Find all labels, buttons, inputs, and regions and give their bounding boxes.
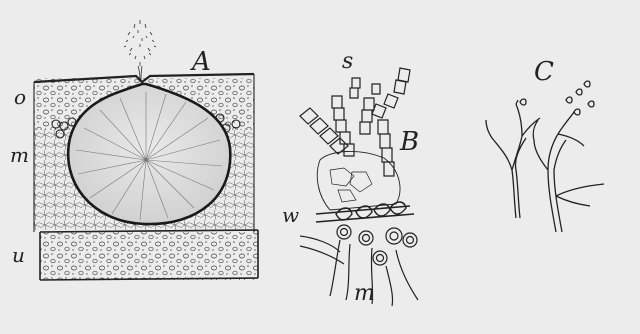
label-m-left: m [10, 143, 29, 167]
spore-plume [124, 20, 156, 80]
label-o: o [14, 85, 26, 109]
figure-b-branching-hyphae: s B w m [282, 49, 419, 306]
label-s: s [342, 49, 353, 74]
label-w: w [282, 203, 299, 227]
label-c: C [534, 57, 554, 87]
figure-a-cross-section: A o m u [10, 20, 258, 280]
label-b: B [399, 127, 419, 157]
figure-c-conidiophores: C [486, 57, 604, 232]
label-u: u [12, 243, 25, 267]
label-m-right: m [354, 281, 375, 306]
lower-cell-layer [40, 232, 258, 280]
label-a: A [190, 47, 211, 77]
